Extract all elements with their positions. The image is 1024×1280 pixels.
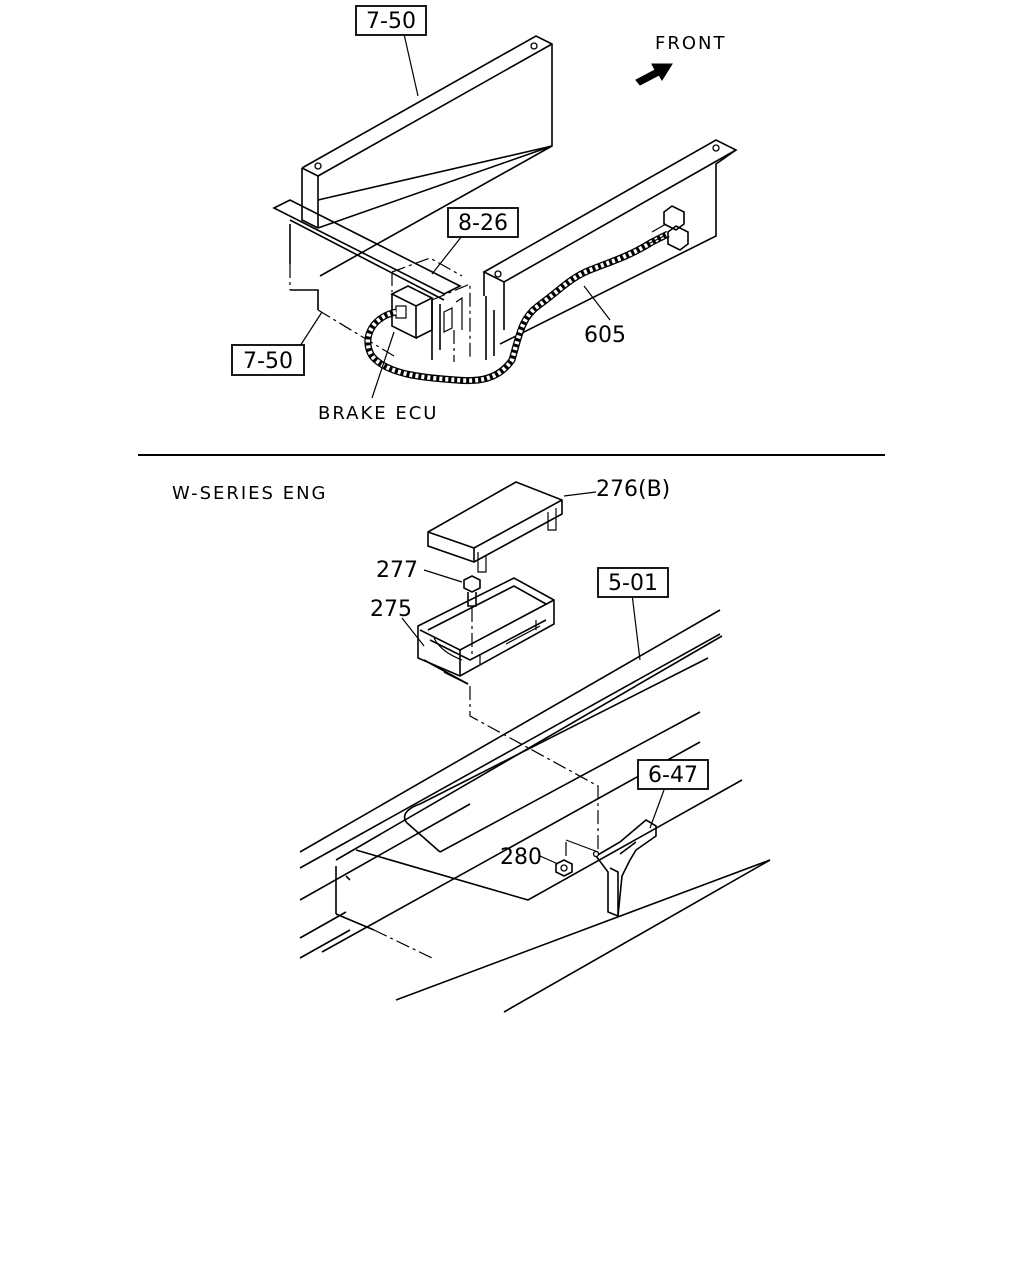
wire-harness: [364, 205, 689, 385]
bolt-part-number[interactable]: 277: [376, 558, 418, 583]
variant-title: W-SERIES ENG: [172, 483, 327, 504]
brake-ecu: [390, 285, 434, 340]
ref-box-bracket-lower[interactable]: [637, 759, 709, 790]
ref-label-left: 7-50: [243, 349, 293, 374]
ecu-tray: [417, 577, 555, 685]
mount-bracket: [592, 819, 657, 918]
ref-box-bracket[interactable]: [447, 207, 519, 238]
cover-part-number[interactable]: 276(B): [596, 477, 670, 502]
front-arrow-icon: [635, 63, 673, 86]
lower-view: W-SERIES ENG: [172, 477, 771, 1013]
upper-view: FRONT: [231, 5, 738, 424]
brake-ecu-label: BRAKE ECU: [318, 403, 438, 424]
front-label: FRONT: [655, 33, 727, 54]
side-frame-member: [482, 139, 738, 360]
bolt-277: [463, 575, 481, 607]
nut-part-number[interactable]: 280: [500, 845, 542, 870]
tray-part-number[interactable]: 275: [370, 597, 412, 622]
lower-panel: [272, 199, 462, 357]
ref-box-left[interactable]: [231, 344, 305, 376]
ref-label-top: 7-50: [366, 9, 416, 34]
ref-label-bracket: 8-26: [458, 211, 508, 236]
ref-box-top[interactable]: [355, 5, 427, 36]
ref-label-frame: 5-01: [608, 571, 658, 596]
harness-part-number[interactable]: 605: [584, 323, 626, 348]
tray-cover: [427, 481, 563, 573]
ref-box-frame[interactable]: [597, 567, 669, 598]
rear-frame-member: [301, 35, 553, 277]
nut-280: [555, 859, 573, 877]
ref-label-bracket-lower: 6-47: [648, 763, 698, 788]
chassis-frame: [299, 609, 771, 1013]
